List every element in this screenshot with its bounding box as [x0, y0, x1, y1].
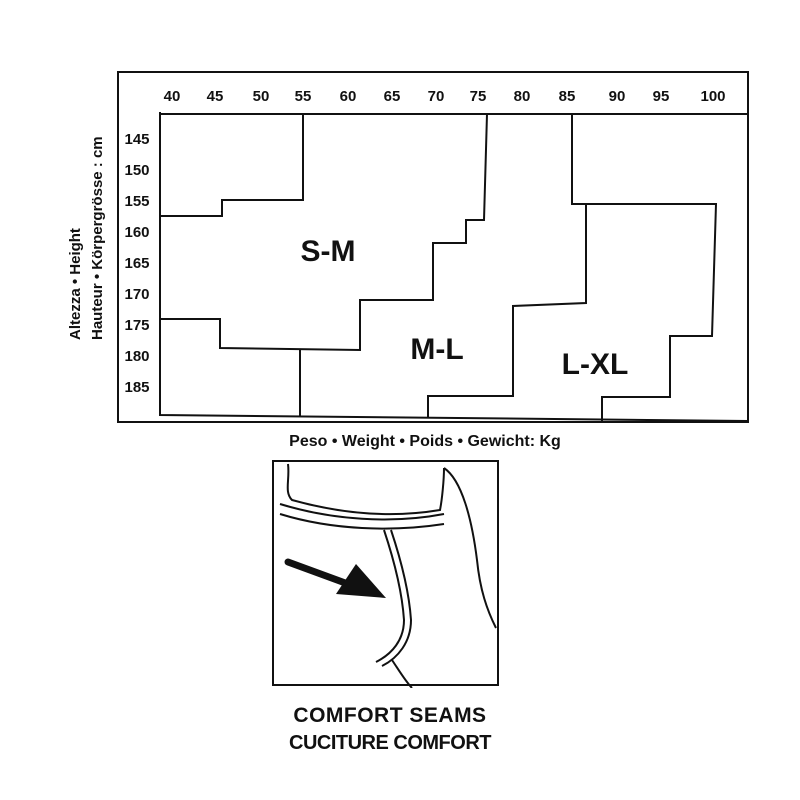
y-axis-label: Altezza • Height Hauteur • Körpergrösse …	[67, 136, 106, 340]
chart-outer-frame	[117, 71, 749, 423]
size-chart: 40 45 50 55 60 65 70 75 80 85 90 95 100 …	[67, 71, 749, 450]
weight-tick: 45	[207, 88, 224, 105]
size-chart-svg: 40 45 50 55 60 65 70 75 80 85 90 95 100 …	[67, 71, 749, 450]
weight-tick: 85	[559, 88, 576, 105]
boundary-l-xl	[586, 203, 718, 421]
height-tick: 150	[124, 162, 149, 179]
zone-label-s-m: S-M	[301, 235, 356, 268]
weight-tick: 70	[428, 88, 445, 105]
caption-comfort-seams: COMFORT SEAMS	[293, 704, 487, 727]
weight-tick: 95	[653, 88, 670, 105]
seam-inner	[381, 529, 413, 667]
caption-cuciture-comfort: CUCITURE COMFORT	[289, 732, 491, 754]
weight-tick: 80	[514, 88, 531, 105]
weight-tick: 65	[384, 88, 401, 105]
garment-right-edge	[443, 467, 497, 629]
height-tick: 185	[124, 379, 149, 396]
zone-label-m-l: M-L	[410, 333, 463, 366]
height-tick: 170	[124, 286, 149, 303]
waistband-top	[286, 463, 445, 516]
height-tick-labels: 145 150 155 160 165 170 175 180 185	[124, 131, 149, 396]
chart-inner-frame	[159, 112, 749, 422]
height-tick: 175	[124, 317, 149, 334]
arrow-right-icon	[284, 558, 386, 598]
height-tick: 155	[124, 193, 149, 210]
boundary-m-l	[427, 114, 587, 418]
height-tick: 165	[124, 255, 149, 272]
weight-tick: 90	[609, 88, 626, 105]
zone-boundaries	[160, 113, 718, 421]
weight-tick: 60	[340, 88, 357, 105]
garment-drawing	[272, 460, 499, 688]
weight-tick: 55	[295, 88, 312, 105]
weight-tick: 100	[700, 88, 725, 105]
weight-tick: 50	[253, 88, 270, 105]
height-tick: 145	[124, 131, 149, 148]
waistband-bottom	[279, 513, 445, 530]
illustration-frame	[272, 460, 499, 686]
y-axis-label-line2: Hauteur • Körpergrösse : cm	[89, 136, 106, 340]
seam-outer	[375, 529, 406, 663]
boundary-s-m	[160, 113, 488, 352]
zone-label-l-xl: L-XL	[562, 348, 629, 381]
y-axis-label-line1: Altezza • Height	[67, 228, 84, 340]
weight-tick: 40	[164, 88, 181, 105]
comfort-seam-illustration	[272, 460, 500, 688]
leg-opening	[391, 659, 413, 688]
weight-tick: 75	[470, 88, 487, 105]
boundary-small-top	[160, 114, 304, 217]
height-tick: 180	[124, 348, 149, 365]
weight-tick-labels: 40 45 50 55 60 65 70 75 80 85 90 95 100	[164, 88, 726, 105]
waistband-line	[279, 503, 445, 521]
x-axis-label: Peso • Weight • Poids • Gewicht: Kg	[289, 433, 561, 450]
height-tick: 160	[124, 224, 149, 241]
